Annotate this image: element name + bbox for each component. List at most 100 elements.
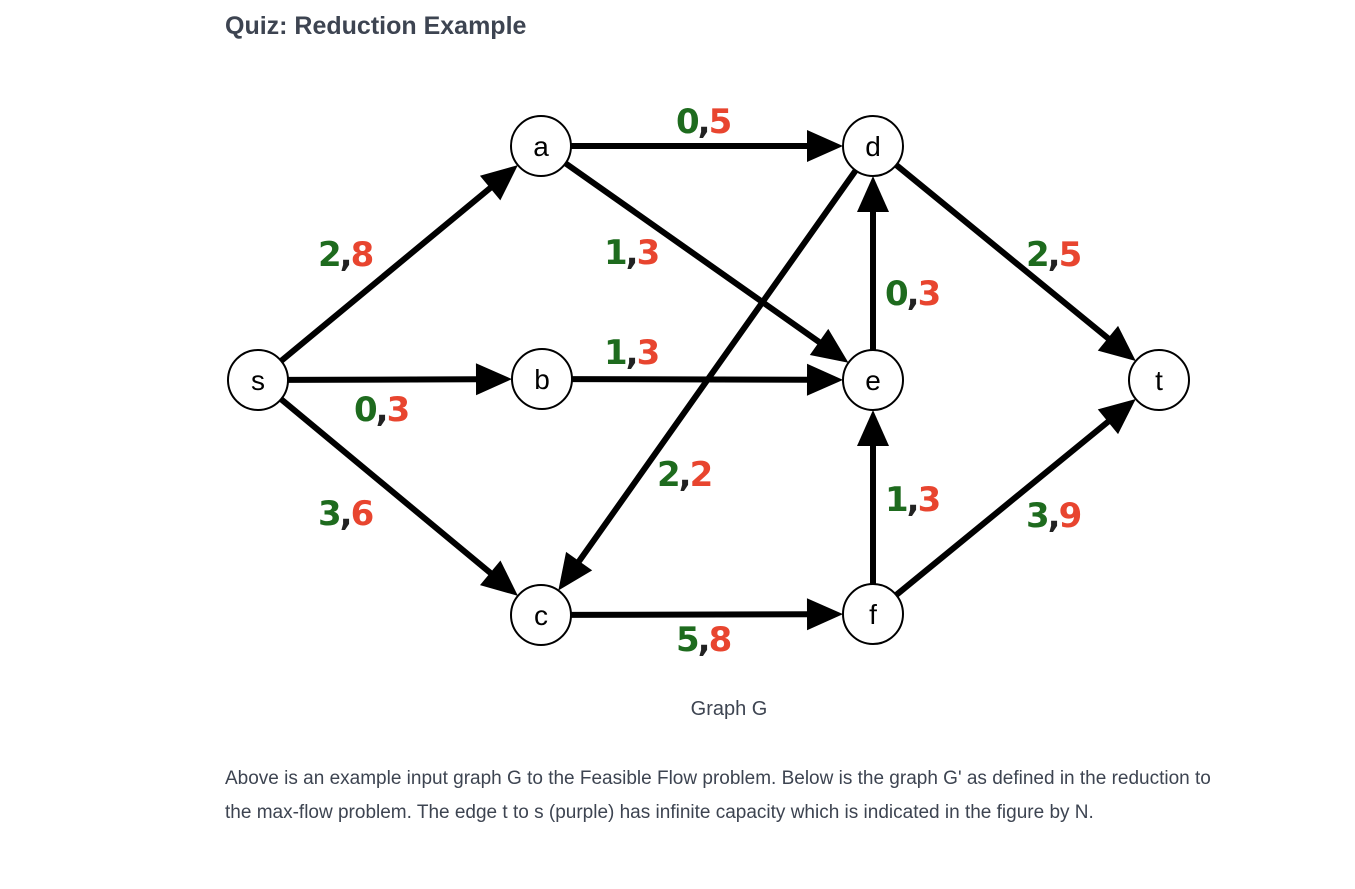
edge-line <box>563 160 823 346</box>
capacity-value: 8 <box>351 235 375 275</box>
edge-s-b <box>287 363 513 396</box>
edge-a-e <box>563 160 849 363</box>
flow-value: 2 <box>1026 235 1050 275</box>
arrowhead-icon <box>479 165 518 201</box>
separator: , <box>907 274 920 314</box>
node-c: c <box>510 584 572 646</box>
arrowhead-icon <box>480 560 518 596</box>
edge-label-e-d: 0,3 <box>885 274 941 314</box>
edge-line <box>571 376 810 383</box>
node-a: a <box>510 115 572 177</box>
edge-e-d <box>857 176 889 350</box>
node-label: e <box>865 365 881 396</box>
node-f: f <box>842 583 904 645</box>
edge-label-d-t: 2,5 <box>1026 235 1082 275</box>
edge-d-t <box>894 162 1136 362</box>
edge-label-d-c: 2,2 <box>657 455 713 495</box>
capacity-value: 3 <box>918 480 942 520</box>
edge-line <box>894 162 1112 342</box>
edge-a-d <box>571 130 843 162</box>
node-circle <box>510 115 572 177</box>
edge-label-c-f: 5,8 <box>676 620 732 660</box>
edge-label-s-b: 0,3 <box>354 390 410 430</box>
edge-line <box>575 168 859 565</box>
edge-f-e <box>857 410 889 584</box>
separator: , <box>1048 235 1061 275</box>
arrowhead-icon <box>475 363 513 396</box>
edge-s-a <box>279 165 518 364</box>
flow-value: 5 <box>676 620 700 660</box>
separator: , <box>340 235 353 275</box>
arrowhead-icon <box>857 410 889 446</box>
edge-s-c <box>279 396 518 596</box>
edge-line <box>287 376 479 383</box>
node-circle <box>510 584 572 646</box>
arrowhead-icon <box>806 598 844 631</box>
edge-label-a-d: 0,5 <box>676 102 732 142</box>
separator: , <box>698 102 711 142</box>
node-label: b <box>534 364 550 395</box>
node-t: t <box>1128 349 1190 411</box>
edge-d-c <box>558 168 859 591</box>
arrowhead-icon <box>1097 325 1136 362</box>
edge-f-t <box>894 398 1136 598</box>
node-circle <box>227 349 289 411</box>
flow-value: 1 <box>885 480 909 520</box>
arrowhead-icon <box>809 328 849 363</box>
node-label: c <box>534 600 548 631</box>
capacity-value: 3 <box>387 390 411 430</box>
capacity-value: 9 <box>1059 496 1083 536</box>
arrowhead-icon <box>806 363 844 396</box>
node-circle <box>842 349 904 411</box>
flow-value: 2 <box>657 455 681 495</box>
edge-c-f <box>570 598 844 631</box>
page-title: Quiz: Reduction Example <box>225 12 527 40</box>
edge-label-s-c: 3,6 <box>318 494 374 534</box>
capacity-value: 5 <box>709 102 733 142</box>
node-circle <box>842 583 904 645</box>
node-label: s <box>251 365 265 396</box>
capacity-value: 3 <box>637 333 661 373</box>
flow-value: 2 <box>318 235 342 275</box>
edge-b-e <box>571 363 844 396</box>
edge-line <box>279 184 494 364</box>
arrowhead-icon <box>558 551 593 591</box>
edge-label-b-e: 1,3 <box>604 333 660 373</box>
flow-value: 3 <box>1026 496 1050 536</box>
edge-line <box>894 418 1112 598</box>
edge-label-s-a: 2,8 <box>318 235 374 275</box>
edge-line <box>279 396 494 577</box>
flow-value: 0 <box>885 274 909 314</box>
flow-value: 0 <box>354 390 378 430</box>
flow-value: 3 <box>318 494 342 534</box>
node-label: f <box>869 599 877 630</box>
node-circle <box>511 348 573 410</box>
arrowhead-icon <box>857 176 889 212</box>
node-circle <box>1128 349 1190 411</box>
flow-value: 1 <box>604 233 628 273</box>
edge-line <box>570 611 810 618</box>
node-e: e <box>842 349 904 411</box>
separator: , <box>340 494 353 534</box>
separator: , <box>679 455 692 495</box>
node-label: a <box>533 131 549 162</box>
node-d: d <box>842 115 904 177</box>
description-paragraph: Above is an example input graph G to the… <box>225 768 1211 823</box>
capacity-value: 2 <box>690 455 714 495</box>
edge-label-f-t: 3,9 <box>1026 496 1082 536</box>
capacity-value: 3 <box>918 274 942 314</box>
capacity-value: 8 <box>709 620 733 660</box>
separator: , <box>698 620 711 660</box>
separator: , <box>626 233 639 273</box>
separator: , <box>1048 496 1061 536</box>
separator: , <box>626 333 639 373</box>
node-label: d <box>865 131 881 162</box>
capacity-value: 3 <box>637 233 661 273</box>
capacity-value: 5 <box>1059 235 1083 275</box>
arrowhead-icon <box>1097 398 1136 435</box>
node-circle <box>842 115 904 177</box>
figure-caption: Graph G <box>690 698 768 720</box>
separator: , <box>376 390 389 430</box>
edge-label-a-e: 1,3 <box>604 233 660 273</box>
